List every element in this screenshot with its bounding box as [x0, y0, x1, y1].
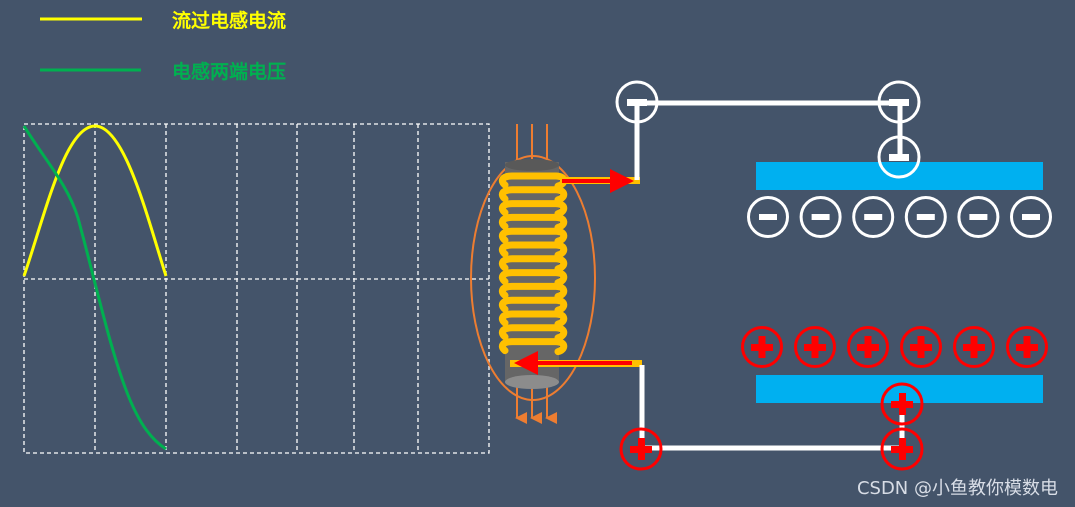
positive-charge [1006, 326, 1048, 368]
wire-top [634, 100, 903, 180]
coil-turn [498, 296, 568, 314]
wire-charge-negative [615, 80, 659, 124]
coil-turn [498, 200, 568, 218]
coil-turn [498, 310, 568, 328]
voltage-waveform [22, 125, 167, 451]
watermark: CSDN @小鱼教你模数电 [857, 478, 1058, 499]
circuit-wires [634, 100, 905, 451]
coil-turn [498, 186, 568, 204]
negative-charges-row [747, 196, 1052, 238]
inductor-coil [498, 172, 568, 356]
wire-charge-positive [880, 427, 924, 471]
wire-charge-positive [619, 427, 663, 471]
wire-charge-negative [877, 135, 921, 179]
negative-charge [957, 196, 1000, 238]
coil-turn [498, 282, 568, 300]
wire-bottom [639, 365, 905, 451]
positive-charge [847, 326, 889, 368]
positive-charges-row [741, 326, 1048, 368]
core-bottom [505, 375, 559, 389]
grid-border [23, 123, 490, 454]
positive-charge [794, 326, 836, 368]
core-top [505, 159, 559, 171]
coil-turn [498, 255, 568, 273]
negative-charge [852, 196, 895, 238]
waveform-grid [23, 123, 490, 454]
negative-charge [799, 196, 842, 238]
legend-current-label: 流过电感电流 [172, 9, 286, 32]
coil-turn [498, 269, 568, 287]
coil-turn [498, 241, 568, 259]
wire-charge-positive [880, 382, 924, 426]
negative-charge [1010, 196, 1052, 238]
coil-turn [498, 338, 568, 356]
negative-charge [904, 196, 947, 238]
current-waveform [22, 124, 168, 277]
coil-turn [498, 227, 568, 245]
wire-charge-negative [877, 80, 921, 124]
positive-charge [741, 326, 783, 368]
positive-charge [953, 326, 995, 368]
legend-voltage-label: 电感两端电压 [172, 60, 286, 83]
coil-turn [498, 324, 568, 342]
coil-turn [498, 213, 568, 231]
negative-charge [747, 196, 789, 238]
legend: 流过电感电流 电感两端电压 [40, 9, 286, 83]
positive-charge [900, 326, 942, 368]
